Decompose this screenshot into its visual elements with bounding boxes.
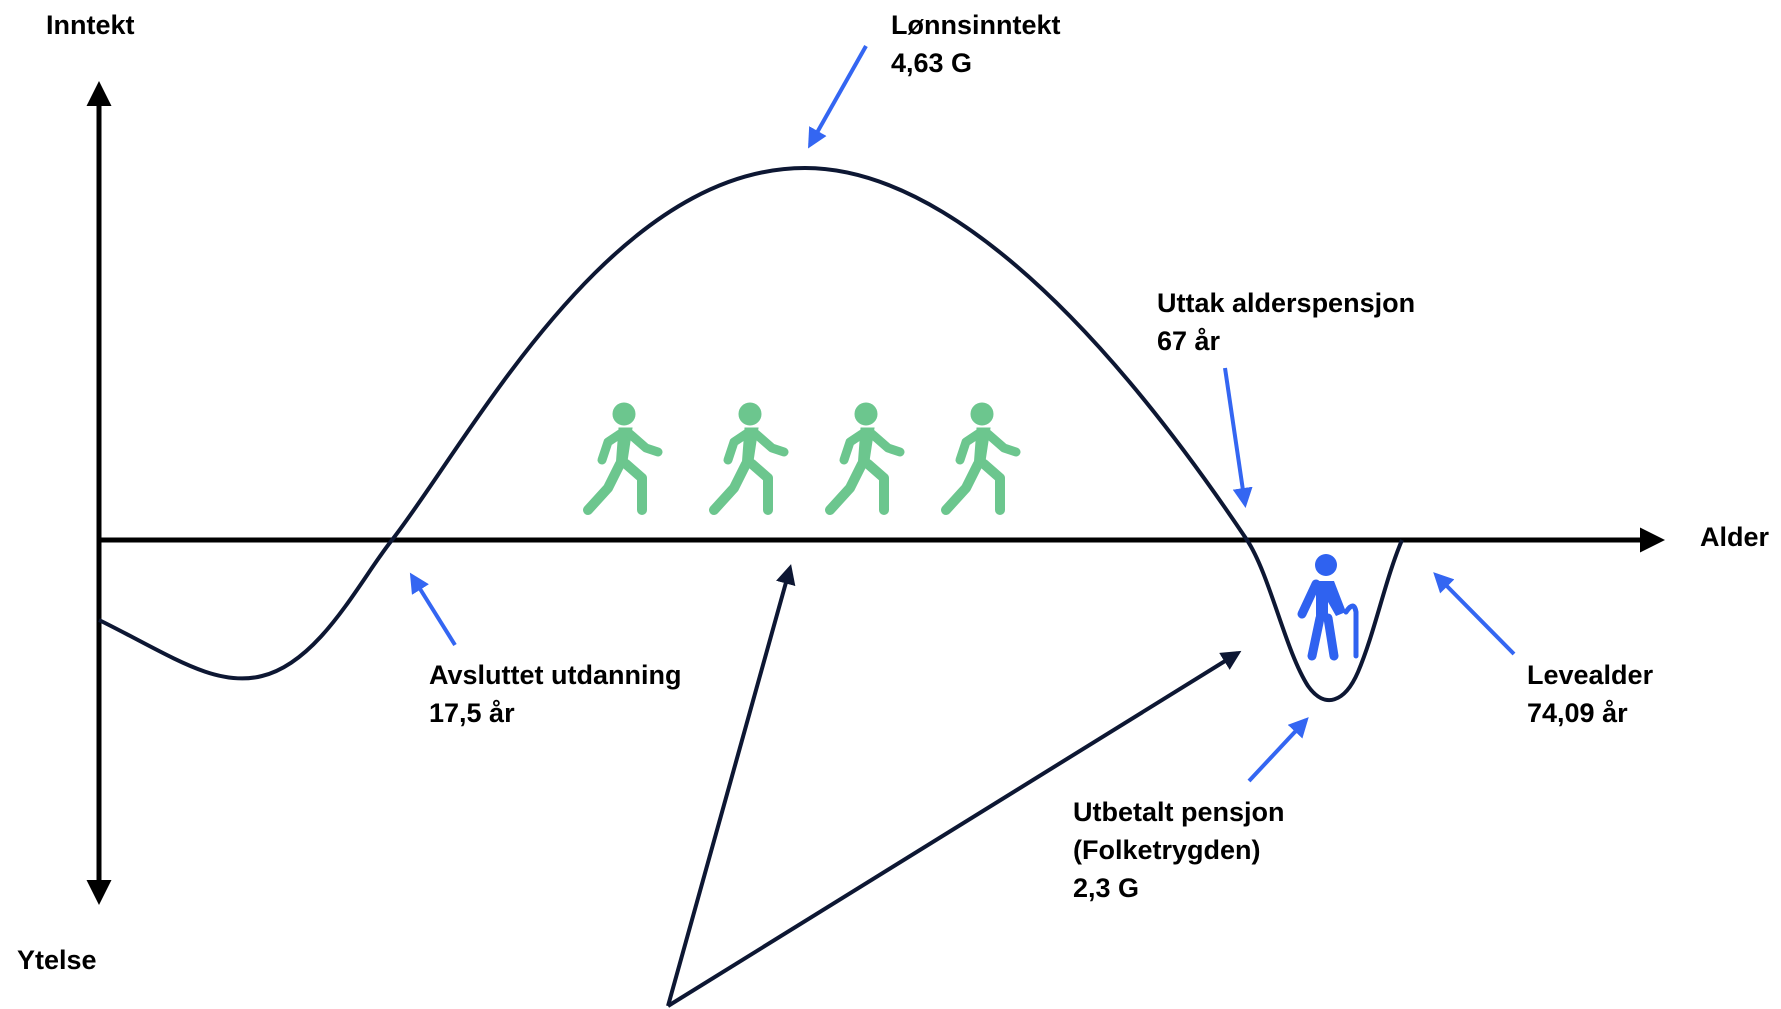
pension-value: 2,3 G xyxy=(1073,873,1140,903)
y-axis-bottom-label: Ytelse xyxy=(17,945,97,975)
elderly-person-with-cane-icon xyxy=(1297,554,1359,661)
income-annotation: Lønnsinntekt 4,63 G xyxy=(891,6,1061,82)
income-curve xyxy=(98,165,1404,703)
education-arrow xyxy=(409,572,457,647)
y-axis-top-label: Inntekt xyxy=(46,10,135,40)
pension-arrow xyxy=(1247,717,1309,783)
education-title: Avsluttet utdanning xyxy=(429,660,682,690)
lifespan-annotation: Levealder 74,09 år xyxy=(1527,656,1653,732)
lifespan-value: 74,09 år xyxy=(1527,698,1628,728)
education-value: 17,5 år xyxy=(429,698,515,728)
walking-person-icon xyxy=(946,403,1016,510)
lifespan-title: Levealder xyxy=(1527,660,1654,690)
income-arrow xyxy=(808,45,868,149)
income-value: 4,63 G xyxy=(891,48,973,78)
x-axis-label: Alder xyxy=(1700,522,1770,552)
retirement-arrow xyxy=(1223,367,1253,508)
pension-period-arrow xyxy=(666,650,1242,1008)
work-period-arrow xyxy=(666,564,796,1007)
pension-subtitle: (Folketrygden) xyxy=(1073,835,1261,865)
pension-title: Utbetalt pensjon xyxy=(1073,797,1285,827)
retirement-value: 67 år xyxy=(1157,326,1221,356)
worker-icons xyxy=(588,403,1016,510)
walking-person-icon xyxy=(588,403,658,510)
income-title: Lønnsinntekt xyxy=(891,10,1061,40)
retirement-annotation: Uttak alderspensjon 67 år xyxy=(1157,284,1415,360)
retirement-title: Uttak alderspensjon xyxy=(1157,288,1416,318)
pension-annotation: Utbetalt pensjon (Folketrygden) 2,3 G xyxy=(1073,793,1285,907)
walking-person-icon xyxy=(714,403,784,510)
walking-person-icon xyxy=(830,403,900,510)
education-annotation: Avsluttet utdanning 17,5 år xyxy=(429,656,681,732)
lifespan-arrow xyxy=(1433,572,1516,656)
